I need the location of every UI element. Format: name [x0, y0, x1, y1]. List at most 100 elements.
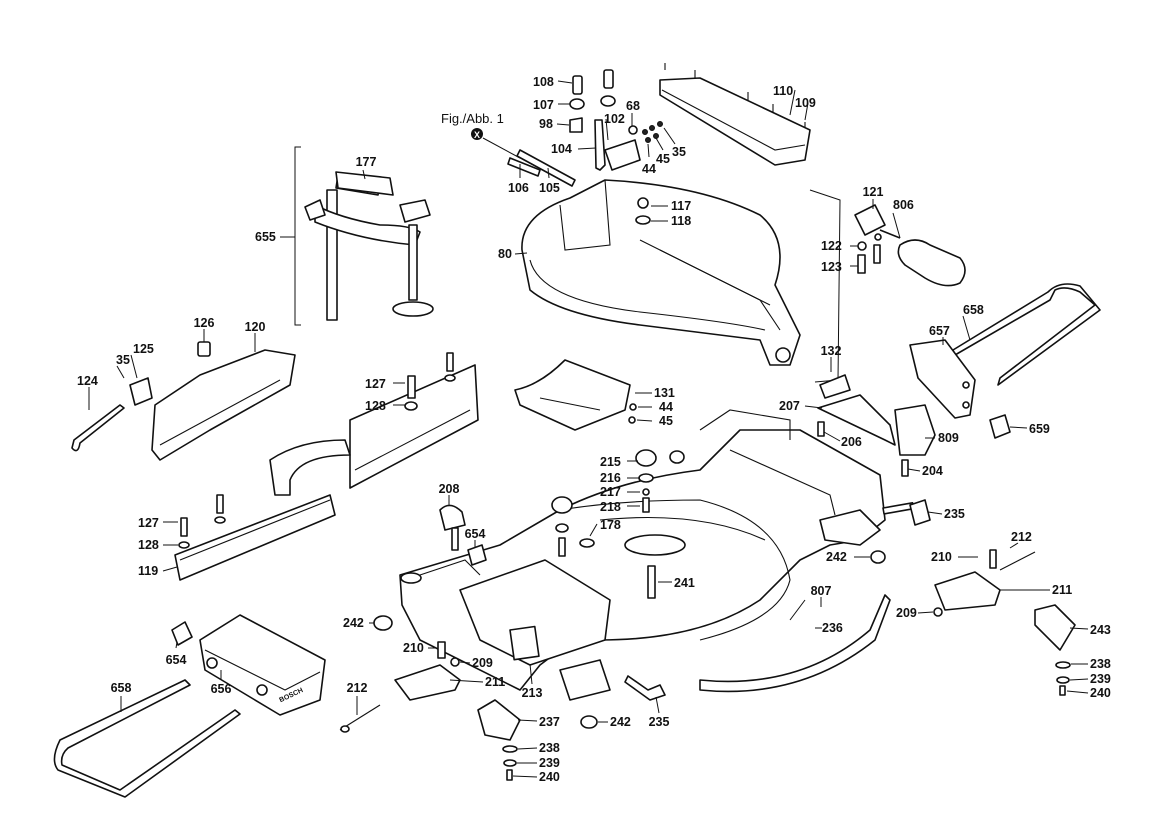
part-label-215: 215 [600, 455, 621, 469]
part-label-126: 126 [194, 316, 215, 330]
diagram-line-art [53, 63, 1101, 798]
left-extension [53, 614, 393, 798]
part-label-242-left: 242 [343, 616, 364, 630]
part-label-35: 35 [672, 145, 686, 159]
part-label-212-right: 212 [1011, 530, 1032, 544]
guard-plate [514, 359, 637, 431]
figure-label: Fig./Abb. 1 [441, 111, 504, 126]
part-label-35-left: 35 [116, 353, 130, 367]
part-label-807: 807 [811, 584, 832, 598]
right-hold-down [933, 549, 1076, 696]
part-label-235-right: 235 [944, 507, 965, 521]
part-label-657: 657 [929, 324, 950, 338]
part-label-235-lower: 235 [649, 715, 670, 729]
part-label-209-left: 209 [472, 656, 493, 670]
part-label-212-left: 212 [347, 681, 368, 695]
part-label-242-lower: 242 [610, 715, 631, 729]
part-label-213: 213 [522, 686, 543, 700]
part-label-68: 68 [626, 99, 640, 113]
part-label-121: 121 [863, 185, 884, 199]
part-label-206: 206 [841, 435, 862, 449]
part-label-207: 207 [779, 399, 800, 413]
part-label-238-left: 238 [539, 741, 560, 755]
part-label-240-right: 240 [1090, 686, 1111, 700]
part-label-123: 123 [821, 260, 842, 274]
part-label-124: 124 [77, 374, 98, 388]
part-label-211-left: 211 [485, 675, 505, 689]
part-label-654-left: 654 [166, 653, 187, 667]
miter-scale [699, 594, 891, 693]
left-fence-cover [71, 341, 296, 461]
blade-guard [521, 179, 801, 366]
base-turntable [399, 409, 886, 701]
part-label-102: 102 [604, 112, 625, 126]
part-label-208: 208 [439, 482, 460, 496]
label-strip [335, 171, 394, 196]
part-label-127-top: 127 [365, 377, 386, 391]
center-hardware [439, 449, 931, 599]
part-label-239-right: 239 [1090, 672, 1111, 686]
part-label-806: 806 [893, 198, 914, 212]
part-label-658-lower: 658 [111, 681, 132, 695]
part-label-243: 243 [1090, 623, 1111, 637]
part-label-44-mid: 44 [659, 400, 673, 414]
figure-marker-letter: X [474, 130, 480, 140]
part-label-240-left: 240 [539, 770, 560, 784]
part-label-217: 217 [600, 485, 621, 499]
part-label-656: 656 [211, 682, 232, 696]
figure-marker-icon [471, 128, 483, 140]
part-label-117: 117 [671, 199, 691, 213]
part-label-210-right: 210 [931, 550, 952, 564]
part-label-238-right: 238 [1090, 657, 1111, 671]
part-label-809: 809 [938, 431, 959, 445]
part-label-177: 177 [356, 155, 377, 169]
part-label-236: 236 [822, 621, 843, 635]
part-label-132: 132 [821, 344, 842, 358]
part-label-239-left: 239 [539, 756, 560, 770]
part-label-237: 237 [539, 715, 560, 729]
depth-stop-bracket [817, 374, 1011, 477]
part-label-241: 241 [674, 576, 695, 590]
part-label-45-mid: 45 [659, 414, 673, 428]
part-label-658-upper: 658 [963, 303, 984, 317]
fence-with-scale [174, 352, 479, 581]
labels: Fig./Abb. 1 X BOSCH 108 107 98 68 102 10… [77, 75, 1111, 784]
part-label-216: 216 [600, 471, 621, 485]
part-label-45: 45 [656, 152, 670, 166]
part-label-108: 108 [533, 75, 554, 89]
part-label-118: 118 [671, 214, 691, 228]
part-label-131: 131 [654, 386, 675, 400]
support-rod-upper [952, 283, 1101, 386]
part-label-122: 122 [821, 239, 842, 253]
part-label-98: 98 [539, 117, 553, 131]
part-label-211-right: 211 [1052, 583, 1072, 597]
rear-handle [854, 204, 966, 287]
part-label-120: 120 [245, 320, 266, 334]
part-label-104: 104 [551, 142, 572, 156]
part-label-107: 107 [533, 98, 554, 112]
part-label-44: 44 [642, 162, 656, 176]
part-label-210-left: 210 [403, 641, 424, 655]
part-label-178: 178 [600, 518, 621, 532]
part-label-654-center: 654 [465, 527, 486, 541]
part-label-242-right: 242 [826, 550, 847, 564]
part-label-209-right: 209 [896, 606, 917, 620]
part-label-106: 106 [508, 181, 529, 195]
part-label-204: 204 [922, 464, 943, 478]
part-label-105: 105 [539, 181, 560, 195]
leader-lines [88, 80, 1089, 778]
part-label-125: 125 [133, 342, 154, 356]
part-label-80: 80 [498, 247, 512, 261]
upper-rail [659, 63, 811, 166]
part-label-659: 659 [1029, 422, 1050, 436]
part-label-218: 218 [600, 500, 621, 514]
part-label-119: 119 [138, 564, 158, 578]
left-hold-down [339, 625, 666, 781]
part-label-109: 109 [795, 96, 816, 110]
part-label-128-top: 128 [365, 399, 386, 413]
part-label-110: 110 [773, 84, 793, 98]
top-fasteners [569, 69, 663, 171]
part-label-127-left: 127 [138, 516, 159, 530]
extension-block [909, 339, 976, 419]
